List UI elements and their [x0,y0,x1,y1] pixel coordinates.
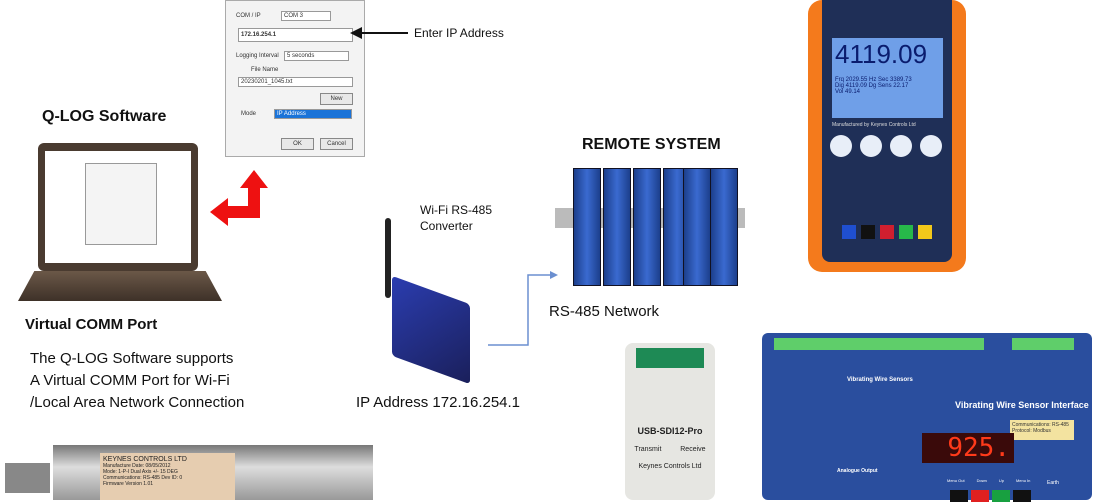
usb-sdi12-device: USB-SDI12-Pro Transmit Receive Keynes Co… [625,343,715,500]
com-select[interactable]: COM 3 [281,11,331,21]
rs485-network-label: RS-485 Network [549,303,660,320]
interval-select[interactable]: 5 seconds [284,51,349,61]
antenna [385,218,391,298]
virtual-comm-title: Virtual COMM Port [25,316,158,333]
reading-row: Vol 49.14 [835,89,861,95]
usb-maker: Keynes Controls Ltd [638,463,702,470]
up-label: Up [998,478,1004,483]
qlog-title: Q-LOG Software [42,108,167,125]
handheld-readout-device: 4119.09 Frq 2029.55 Hz Sec 3389.73 Dig 4… [808,0,966,272]
new-button[interactable]: New [320,93,353,105]
file-label: File Name [251,67,279,73]
tube-label-line: Communications: RS-485 Dev ID: 0 [103,475,183,481]
handheld-footer: Manufactured by Keynes Controls Ltd [832,122,916,128]
earth-label: Earth [1047,480,1059,486]
laptop-keyboard [18,271,222,301]
description-line: A Virtual COMM Port for Wi-Fi [30,372,230,389]
yellow-key[interactable] [918,225,932,239]
bidirectional-arrow-icon [210,170,268,226]
ip-address-input[interactable]: 172.16.254.1 [238,28,353,42]
pointer-arrow [350,27,408,39]
menu-in-label: Menu In [1015,478,1031,483]
wifi-converter-label: Wi-Fi RS-485 [420,203,493,217]
interface-title: Vibrating Wire Sensor Interface [955,400,1089,410]
ok-button[interactable]: OK [281,138,314,150]
description-line: The Q-LOG Software supports [30,350,234,367]
wifi-converter-label: Converter [420,219,473,233]
cancel-button[interactable]: Cancel [320,138,353,150]
down-button[interactable] [971,490,989,502]
menu-out-label: Menu Out [947,478,965,483]
com-label: COM / IP [236,13,261,19]
menu-out-button[interactable] [950,490,968,502]
enter-ip-label: Enter IP Address [414,26,504,40]
sensors-label: Vibrating Wire Sensors [847,377,913,383]
down-label: Down [976,478,987,483]
reading-row: Frq 2029.55 Hz Sec 3389.73 [835,77,912,83]
mode-select[interactable]: IP Address [274,109,352,119]
usb-device-name: USB-SDI12-Pro [637,426,703,436]
down-button[interactable] [860,135,882,157]
file-name-input[interactable]: 20230201_1045.txt [238,77,353,87]
red-key[interactable] [880,225,894,239]
green-key[interactable] [899,225,913,239]
right-button[interactable] [920,135,942,157]
rs485-rack [555,168,745,290]
mode-label: Mode [241,111,257,117]
logging-configuration-dialog: COM / IP COM 3 172.16.254.1 Logging Inte… [225,0,365,157]
tube-label-line: Manufacture Date: 08/05/2012 [103,463,171,469]
tube-label-line: Mode: 1-P-I Dual Axis +/- 15 DEG [103,469,178,475]
lcd-display: 4119.09 Frq 2029.55 Hz Sec 3389.73 Dig 4… [832,38,943,118]
led-display: 925. [922,433,1014,463]
interval-label: Logging Interval [236,53,279,59]
black-key[interactable] [861,225,875,239]
menu-in-button[interactable] [1013,490,1031,502]
tube-label-line: Firmware Version 1.01 [103,481,154,487]
vibrating-wire-interface: Vibrating Wire Sensors Vibrating Wire Se… [762,333,1092,502]
analogue-output-label: Analogue Output [837,468,878,474]
remote-system-title: REMOTE SYSTEM [582,136,721,153]
ip-address-label: IP Address 172.16.254.1 [356,394,521,411]
qlog-window [45,151,191,263]
reading-row: Dig 4119.09 Dg Sens 22.17 [835,83,909,89]
main-reading: 4119.09 [835,39,928,69]
transmit-led-label: Transmit [634,446,662,453]
tube-maker: KEYNES CONTROLS LTD [103,456,187,463]
receive-led-label: Receive [680,446,706,453]
blue-key[interactable] [842,225,856,239]
up-button[interactable] [992,490,1010,502]
description-line: /Local Area Network Connection [30,394,245,411]
laptop [38,143,198,271]
connector-line [488,271,558,346]
inclinometer-sensor: KEYNES CONTROLS LTD Manufacture Date: 08… [5,445,380,500]
wifi-converter-device [392,275,470,385]
comms-label: Communications: RS-485 Protocol: Modbus [1010,420,1074,440]
up-button[interactable] [890,135,912,157]
left-button[interactable] [830,135,852,157]
